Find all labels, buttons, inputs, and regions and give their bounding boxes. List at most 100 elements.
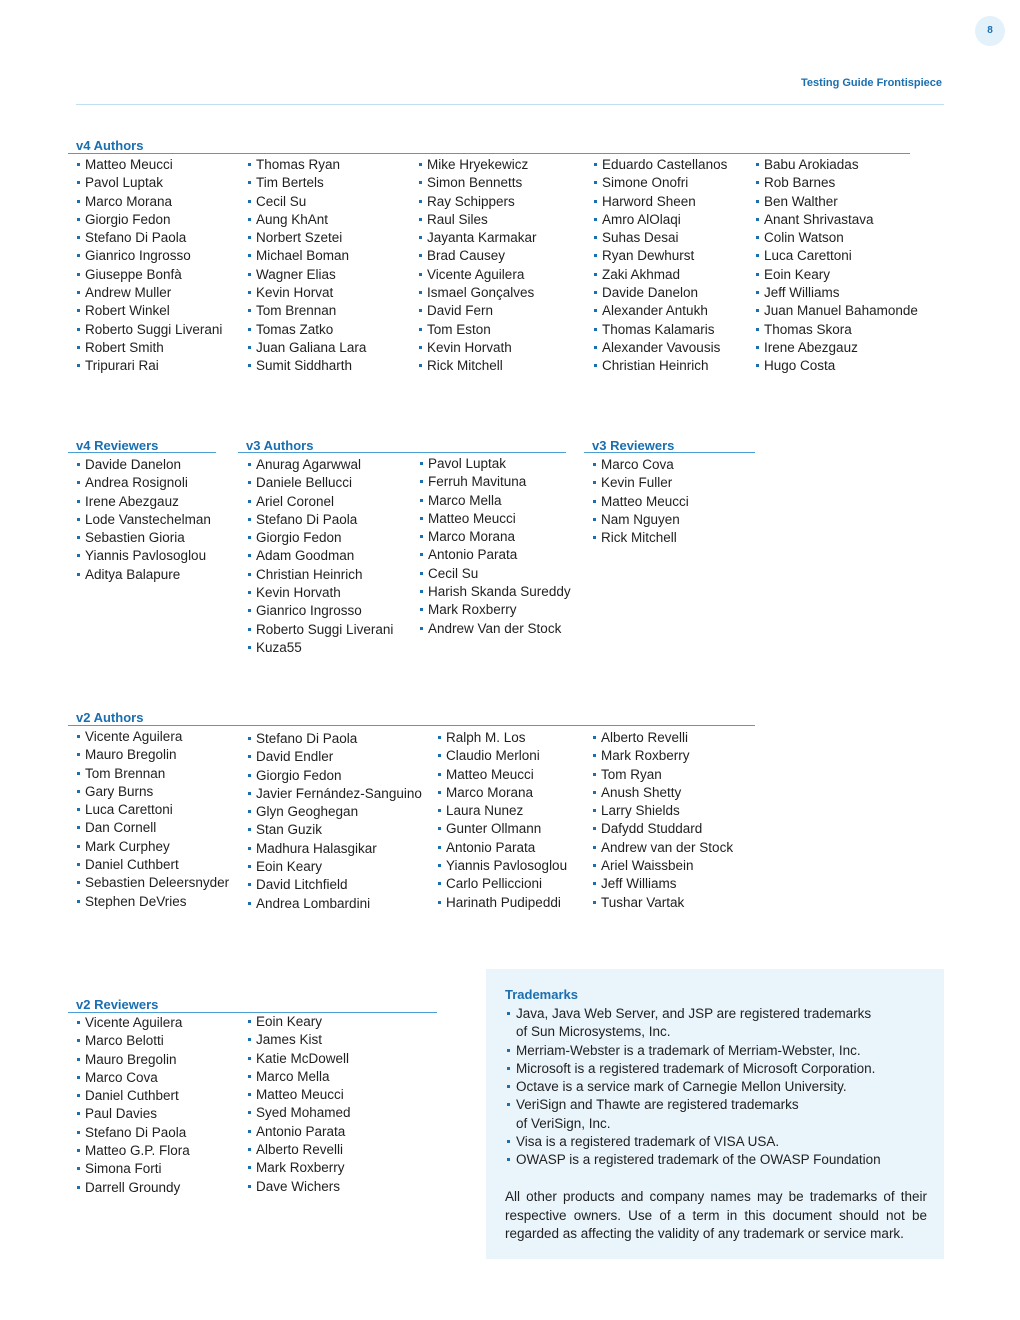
contributor-name: Andrew van der Stock: [592, 839, 733, 857]
trademark-item: VeriSign and Thawte are registered trade…: [506, 1096, 926, 1133]
contributor-name: Marco Cova: [592, 456, 689, 474]
contributor-name: Amro AlOlaqi: [593, 211, 727, 229]
contributor-name: Pavol Luptak: [419, 455, 571, 473]
contributor-name: Mark Roxberry: [247, 1159, 351, 1177]
contributor-name: Yiannis Pavlosoglou: [76, 547, 211, 565]
contributor-name: Roberto Suggi Liverani: [247, 621, 393, 639]
contributor-name: Sebastien Deleersnyder: [76, 874, 229, 892]
contributor-name: Giorgio Fedon: [247, 767, 422, 785]
contributor-name: Tom Brennan: [76, 765, 229, 783]
contributor-name: Sebastien Gioria: [76, 529, 211, 547]
contributor-name: Marco Mella: [247, 1068, 351, 1086]
v2-reviewers-rule: [68, 1012, 437, 1013]
v4-reviewers-rule: [68, 452, 216, 453]
v3-authors-rule: [238, 452, 566, 453]
trademark-line: Octave is a service mark of Carnegie Mel…: [516, 1079, 847, 1095]
contributor-name: Jeff Williams: [755, 284, 918, 302]
contributor-name: Thomas Skora: [755, 321, 918, 339]
contributor-name: Daniel Cuthbert: [76, 1087, 190, 1105]
contributor-name: Paul Davies: [76, 1105, 190, 1123]
contributor-name: Jayanta Karmakar: [418, 229, 537, 247]
contributor-name: Andrew Van der Stock: [419, 620, 571, 638]
contributor-name: Babu Arokiadas: [755, 156, 918, 174]
contributor-name: Madhura Halasgikar: [247, 840, 422, 858]
trademarks-note: All other products and company names may…: [505, 1189, 927, 1241]
contributor-name: Matteo Meucci: [76, 156, 222, 174]
contributor-name: Ariel Coronel: [247, 493, 393, 511]
contributor-name: Vicente Aguilera: [76, 1014, 190, 1032]
contributor-name: Thomas Ryan: [247, 156, 366, 174]
contributor-name: Stefano Di Paola: [76, 229, 222, 247]
contributor-name: Rick Mitchell: [592, 529, 689, 547]
trademark-line: OWASP is a registered trademark of the O…: [516, 1152, 881, 1168]
contributor-name: Alexander Vavousis: [593, 339, 727, 357]
v4-authors-rule: [68, 153, 910, 154]
contributor-name: Davide Danelon: [593, 284, 727, 302]
trademark-item: Merriam-Webster is a trademark of Merria…: [506, 1042, 926, 1060]
contributor-name: Marco Morana: [419, 528, 571, 546]
contributor-name: Mark Roxberry: [419, 601, 571, 619]
contributor-name: Marco Mella: [419, 492, 571, 510]
contributor-name: Cecil Su: [419, 565, 571, 583]
contributor-name: Alberto Revelli: [592, 729, 733, 747]
contributor-name: Anush Shetty: [592, 784, 733, 802]
contributor-name: Kevin Horvath: [247, 584, 393, 602]
contributor-name: David Fern: [418, 302, 537, 320]
contributor-name: Hugo Costa: [755, 357, 918, 375]
contributor-name: Antonio Parata: [419, 546, 571, 564]
contributor-name: Gary Burns: [76, 783, 229, 801]
contributor-name: Luca Carettoni: [755, 247, 918, 265]
contributor-name: Ferruh Mavituna: [419, 473, 571, 491]
trademark-line: of VeriSign, Inc.: [516, 1115, 611, 1131]
contributor-name: Daniele Bellucci: [247, 474, 393, 492]
running-header-title: Testing Guide Frontispiece: [801, 77, 942, 89]
contributor-name: Tim Bertels: [247, 174, 366, 192]
contributor-name: Tom Brennan: [247, 302, 366, 320]
contributor-name: Giuseppe Bonfà: [76, 266, 222, 284]
contributor-name: Eduardo Castellanos: [593, 156, 727, 174]
contributor-name: Gunter Ollmann: [437, 820, 567, 838]
contributor-name: James Kist: [247, 1031, 351, 1049]
trademark-line: Visa is a registered trademark of VISA U…: [516, 1134, 780, 1150]
v3-authors-title: v3 Authors: [246, 438, 314, 453]
contributor-name: David Litchfield: [247, 876, 422, 894]
v3-reviewers-rule: [584, 452, 755, 453]
contributor-name: Anurag Agarwwal: [247, 456, 393, 474]
contributor-name: Andrew Muller: [76, 284, 222, 302]
contributor-name: Marco Morana: [76, 193, 222, 211]
contributor-name: Vicente Aguilera: [418, 266, 537, 284]
contributor-name: Stephen DeVries: [76, 893, 229, 911]
contributor-name: Matteo Meucci: [437, 766, 567, 784]
trademark-item: Visa is a registered trademark of VISA U…: [506, 1133, 926, 1151]
contributor-name: Larry Shields: [592, 802, 733, 820]
contributor-name: Matteo Meucci: [419, 510, 571, 528]
contributor-name: Tom Eston: [418, 321, 537, 339]
trademark-item: Octave is a service mark of Carnegie Mel…: [506, 1078, 926, 1096]
trademark-item: Java, Java Web Server, and JSP are regis…: [506, 1005, 926, 1042]
trademarks-title: Trademarks: [505, 987, 578, 1002]
contributor-name: Mauro Bregolin: [76, 746, 229, 764]
contributor-name: Michael Boman: [247, 247, 366, 265]
contributor-name: Kevin Horvath: [418, 339, 537, 357]
contributor-name: Kevin Fuller: [592, 474, 689, 492]
contributor-name: Mauro Bregolin: [76, 1051, 190, 1069]
contributor-name: Harish Skanda Sureddy: [419, 583, 571, 601]
contributor-name: Antonio Parata: [437, 839, 567, 857]
contributor-name: Javier Fernández-Sanguino: [247, 785, 422, 803]
contributor-name: Zaki Akhmad: [593, 266, 727, 284]
trademarks-panel: [486, 969, 944, 1259]
contributor-name: Mark Roxberry: [592, 747, 733, 765]
contributor-name: Rick Mitchell: [418, 357, 537, 375]
contributor-name: Darrell Groundy: [76, 1179, 190, 1197]
contributor-name: Nam Nguyen: [592, 511, 689, 529]
contributor-name: Antonio Parata: [247, 1123, 351, 1141]
contributor-name: Giorgio Fedon: [76, 211, 222, 229]
contributor-name: Matteo Meucci: [592, 493, 689, 511]
